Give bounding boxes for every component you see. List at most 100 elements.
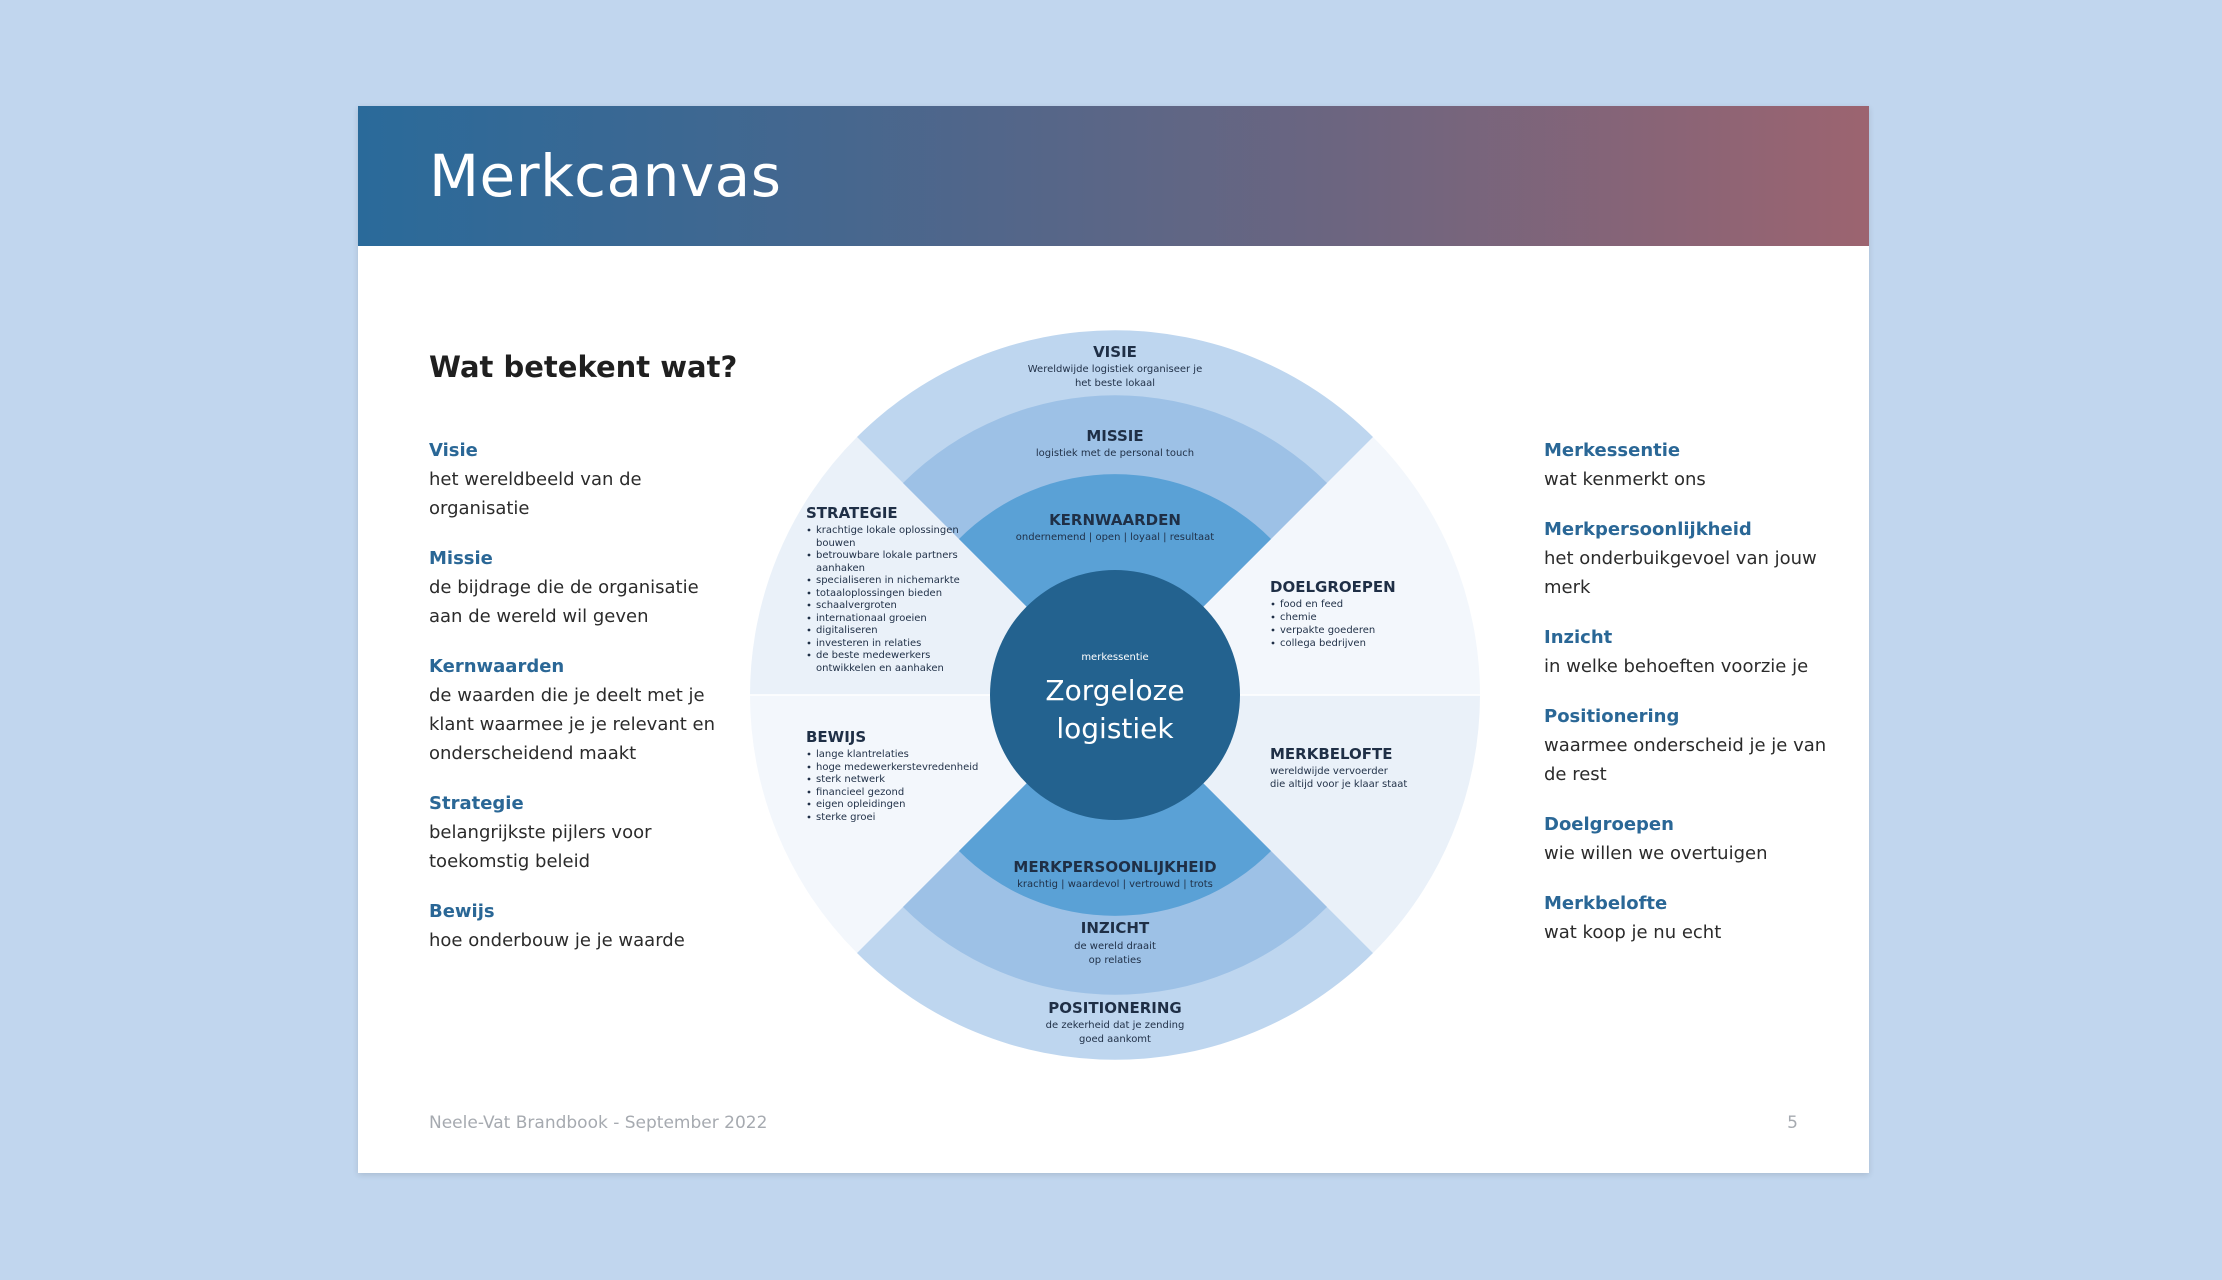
definition-text: in welke behoeften voorzie je bbox=[1544, 656, 1809, 677]
definition-text: hoe onderbouw je je waarde bbox=[429, 930, 685, 951]
definition-term: Visie bbox=[429, 440, 478, 461]
strategie-list: krachtige lokale oplossingen bouwen betr… bbox=[807, 525, 960, 674]
bullet bbox=[1271, 628, 1275, 632]
bullet bbox=[807, 802, 811, 806]
definition-bewijs: Bewijs hoe onderbouw je je waarde bbox=[429, 897, 719, 955]
definition-term: Bewijs bbox=[429, 901, 495, 922]
definition-term: Doelgroepen bbox=[1544, 814, 1674, 835]
strategie-item: digitaliseren bbox=[816, 625, 878, 636]
doelgroepen-list: food en feed chemie verpakte goederen co… bbox=[1271, 599, 1375, 649]
strategie-item: betrouwbare lokale partners bbox=[816, 550, 958, 561]
merkbelofte-title: MERKBELOFTE bbox=[1270, 745, 1393, 763]
bewijs-list: lange klantrelaties hoge medewerkerstevr… bbox=[807, 749, 978, 823]
merkbelofte-line1: wereldwijde vervoerder bbox=[1270, 766, 1389, 777]
slide: Merkcanvas Wat betekent wat? Visie het w… bbox=[358, 106, 1869, 1173]
definition-term: Merkbelofte bbox=[1544, 893, 1668, 914]
doelgroepen-item: collega bedrijven bbox=[1280, 638, 1366, 649]
positionering-line2: goed aankomt bbox=[1079, 1034, 1151, 1045]
definition-merkessentie: Merkessentie wat kenmerkt ons bbox=[1544, 436, 1834, 494]
definition-term: Inzicht bbox=[1544, 627, 1613, 648]
strategie-item: krachtige lokale oplossingen bbox=[816, 525, 959, 536]
definition-term: Kernwaarden bbox=[429, 656, 565, 677]
merkpersoonlijkheid-line1: krachtig | waardevol | vertrouwd | trots bbox=[1017, 879, 1213, 890]
center-title-line1: Zorgeloze bbox=[1045, 674, 1184, 707]
page-title: Merkcanvas bbox=[429, 142, 782, 210]
bullet bbox=[807, 591, 811, 595]
right-definitions: Merkessentie wat kenmerkt ons Merkpersoo… bbox=[1544, 436, 1834, 968]
definition-doelgroepen: Doelgroepen wie willen we overtuigen bbox=[1544, 810, 1834, 868]
doelgroepen-title: DOELGROEPEN bbox=[1270, 578, 1396, 596]
positionering-title: POSITIONERING bbox=[1048, 999, 1182, 1017]
bullet bbox=[807, 578, 811, 582]
bullet bbox=[807, 603, 811, 607]
inzicht-line2: op relaties bbox=[1089, 955, 1142, 966]
center-label: merkessentie bbox=[1081, 652, 1148, 663]
definition-text: wie willen we overtuigen bbox=[1544, 843, 1768, 864]
bewijs-title: BEWIJS bbox=[806, 728, 866, 746]
strategie-item: de beste medewerkers bbox=[816, 650, 930, 661]
inzicht-title: INZICHT bbox=[1081, 919, 1150, 937]
definition-text: wat kenmerkt ons bbox=[1544, 469, 1706, 490]
missie-title: MISSIE bbox=[1086, 427, 1143, 445]
definition-missie: Missie de bijdrage die de organisatie aa… bbox=[429, 544, 719, 631]
center-circle bbox=[990, 570, 1240, 820]
bewijs-item: sterke groei bbox=[816, 812, 875, 823]
definition-text: het wereldbeeld van de organisatie bbox=[429, 469, 642, 519]
strategie-item: schaalvergroten bbox=[816, 600, 897, 611]
left-definitions: Visie het wereldbeeld van de organisatie… bbox=[429, 436, 719, 976]
bullet bbox=[807, 815, 811, 819]
missie-line1: logistiek met de personal touch bbox=[1036, 448, 1194, 459]
bullet bbox=[807, 752, 811, 756]
bullet bbox=[807, 777, 811, 781]
visie-title: VISIE bbox=[1093, 343, 1137, 361]
visie-line1: Wereldwijde logistiek organiseer je bbox=[1028, 364, 1202, 375]
page-number: 5 bbox=[1787, 1113, 1798, 1133]
footer-document-title: Neele-Vat Brandbook - September 2022 bbox=[429, 1113, 768, 1133]
strategie-item: aanhaken bbox=[816, 563, 865, 574]
bullet bbox=[807, 790, 811, 794]
bewijs-item: hoge medewerkerstevredenheid bbox=[816, 762, 978, 773]
bullet bbox=[807, 553, 811, 557]
header-bar: Merkcanvas bbox=[358, 106, 1869, 246]
definition-positionering: Positionering waarmee onderscheid je je … bbox=[1544, 702, 1834, 789]
doelgroepen-item: food en feed bbox=[1280, 599, 1343, 610]
definition-strategie: Strategie belangrijkste pijlers voor toe… bbox=[429, 789, 719, 876]
strategie-item: specialiseren in nichemarkte bbox=[816, 575, 960, 586]
strategie-item: internationaal groeien bbox=[816, 613, 927, 624]
positionering-line1: de zekerheid dat je zending bbox=[1046, 1020, 1185, 1031]
bullet bbox=[1271, 615, 1275, 619]
definition-text: wat koop je nu echt bbox=[1544, 922, 1722, 943]
definition-merkpersoonlijkheid: Merkpersoonlijkheid het onderbuikgevoel … bbox=[1544, 515, 1834, 602]
definition-text: waarmee onderscheid je je van de rest bbox=[1544, 735, 1827, 785]
bewijs-item: lange klantrelaties bbox=[816, 749, 909, 760]
strategie-item: ontwikkelen en aanhaken bbox=[816, 663, 944, 674]
bullet bbox=[807, 653, 811, 657]
definition-term: Strategie bbox=[429, 793, 524, 814]
definition-text: de bijdrage die de organisatie aan de we… bbox=[429, 577, 699, 627]
merkpersoonlijkheid-title: MERKPERSOONLIJKHEID bbox=[1013, 858, 1216, 876]
visie-line2: het beste lokaal bbox=[1075, 378, 1155, 389]
definition-text: de waarden die je deelt met je klant waa… bbox=[429, 685, 716, 764]
bullet bbox=[1271, 641, 1275, 645]
strategie-item: investeren in relaties bbox=[816, 638, 921, 649]
bullet bbox=[807, 616, 811, 620]
strategie-item: bouwen bbox=[816, 538, 855, 549]
definition-text: belangrijkste pijlers voor toekomstig be… bbox=[429, 822, 652, 872]
bullet bbox=[807, 641, 811, 645]
bullet bbox=[807, 628, 811, 632]
kernwaarden-title: KERNWAARDEN bbox=[1049, 511, 1181, 529]
merkbelofte-line2: die altijd voor je klaar staat bbox=[1270, 779, 1407, 790]
doelgroepen-item: verpakte goederen bbox=[1280, 625, 1375, 636]
section-heading: Wat betekent wat? bbox=[429, 350, 738, 384]
definition-term: Merkessentie bbox=[1544, 440, 1681, 461]
definition-term: Merkpersoonlijkheid bbox=[1544, 519, 1752, 540]
bullet bbox=[1271, 602, 1275, 606]
definition-visie: Visie het wereldbeeld van de organisatie bbox=[429, 436, 719, 523]
bewijs-item: eigen opleidingen bbox=[816, 799, 905, 810]
kernwaarden-line1: ondernemend | open | loyaal | resultaat bbox=[1016, 532, 1214, 543]
bullet bbox=[807, 528, 811, 532]
definition-text: het onderbuikgevoel van jouw merk bbox=[1544, 548, 1817, 598]
bewijs-item: financieel gezond bbox=[816, 787, 904, 798]
strategie-item: totaaloplossingen bieden bbox=[816, 588, 942, 599]
center-title-line2: logistiek bbox=[1056, 712, 1174, 745]
